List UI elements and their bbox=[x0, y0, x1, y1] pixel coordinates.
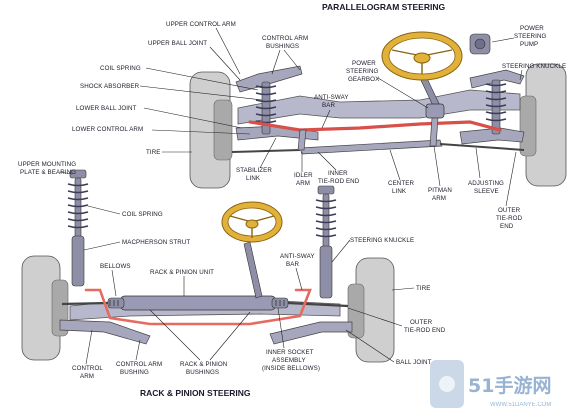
steering-gearbox bbox=[425, 103, 445, 119]
label-inner-socket-3: (INSIDE BELLOWS) bbox=[262, 365, 320, 372]
label-anti-sway-top-2: BAR bbox=[322, 102, 335, 109]
label-tire-top: TIRE bbox=[146, 149, 161, 156]
label-upper-control-arm: UPPER CONTROL ARM bbox=[166, 21, 236, 28]
label-center-link-2: LINK bbox=[392, 188, 407, 195]
label-stabilizer-2: LINK bbox=[246, 175, 261, 182]
label-ca-bushing-2: BUSHING bbox=[120, 369, 149, 376]
label-power-gearbox-1: POWER bbox=[352, 60, 376, 67]
label-adjusting-2: SLEEVE bbox=[474, 188, 499, 195]
label-control-arm-2: ARM bbox=[80, 373, 94, 380]
label-steering-knuckle-top: STEERING KNUCKLE bbox=[502, 63, 566, 70]
label-stabilizer-1: STABILIZER bbox=[236, 167, 272, 174]
label-power-gearbox-3: GEARBOX bbox=[348, 76, 379, 83]
rack-pinion-assembly bbox=[21, 169, 395, 363]
label-pitman-1: PITMAN bbox=[428, 187, 452, 194]
label-idler-2: ARM bbox=[296, 180, 310, 187]
label-lower-ball-joint: LOWER BALL JOINT bbox=[76, 105, 137, 112]
upper-control-arm-right bbox=[469, 69, 525, 89]
power-steering-pump bbox=[469, 33, 491, 55]
macpherson-strut-right bbox=[315, 185, 337, 299]
top-labels-right: POWER STEERING GEARBOX ANTI-SWAY BAR POW… bbox=[236, 25, 566, 230]
label-anti-sway-top-1: ANTI-SWAY bbox=[314, 94, 349, 101]
coil-spring-left bbox=[255, 81, 277, 135]
top-anti-sway-bar bbox=[248, 120, 502, 132]
parallelogram-title: PARALLELOGRAM STEERING bbox=[322, 2, 445, 12]
label-ball-joint: BALL JOINT bbox=[396, 359, 432, 366]
label-control-arm-bushings-1: CONTROL ARM bbox=[262, 35, 308, 42]
label-lower-control-arm: LOWER CONTROL ARM bbox=[72, 126, 143, 133]
coil-spring-right bbox=[485, 79, 507, 135]
label-control-arm-1: CONTROL bbox=[72, 365, 103, 372]
rack-pinion-title: RACK & PINION STEERING bbox=[140, 388, 251, 398]
label-anti-sway-bottom-1: ANTI-SWAY bbox=[280, 253, 315, 260]
bottom-left-tire bbox=[21, 255, 69, 361]
label-power-pump-3: PUMP bbox=[520, 41, 538, 48]
label-power-gearbox-2: STEERING bbox=[346, 68, 379, 75]
label-inner-tre-1: INNER bbox=[328, 170, 348, 177]
label-coil-spring-bottom: COIL SPRING bbox=[122, 211, 163, 218]
label-macpherson: MACPHERSON STRUT bbox=[122, 239, 190, 246]
label-adjusting-1: ADJUSTING bbox=[468, 180, 504, 187]
label-bellows: BELLOWS bbox=[100, 263, 131, 270]
label-outer-tre-top-1: OUTER bbox=[498, 207, 521, 214]
label-control-arm-bushings-2: BUSHINGS bbox=[266, 43, 299, 50]
label-outer-tre-bottom-1: OUTER bbox=[410, 319, 433, 326]
top-right-tire bbox=[519, 63, 567, 187]
bottom-steering-wheel bbox=[221, 201, 283, 243]
top-steering-wheel bbox=[381, 31, 463, 81]
label-ca-bushing-1: CONTROL ARM bbox=[116, 361, 162, 368]
top-frame bbox=[237, 89, 521, 125]
label-outer-tre-bottom-2: TIE-ROD END bbox=[404, 327, 446, 334]
bottom-anti-sway-bar bbox=[84, 288, 312, 326]
bottom-labels: UPPER MOUNTING PLATE & BEARING COIL SPRI… bbox=[18, 161, 446, 380]
label-tire-bottom: TIRE bbox=[416, 285, 431, 292]
watermark-url: WWW.51DANYE.COM bbox=[490, 402, 551, 408]
label-rp-bushings-1: RACK & PINION bbox=[180, 361, 227, 368]
label-outer-tre-top-2: TIE-ROD bbox=[496, 215, 523, 222]
watermark-brand: 51手游网 bbox=[468, 374, 551, 397]
center-link bbox=[299, 139, 443, 155]
label-upper-mount-1: UPPER MOUNTING bbox=[18, 161, 76, 168]
label-rack-unit: RACK & PINION UNIT bbox=[150, 269, 214, 276]
top-labels: UPPER CONTROL ARM UPPER BALL JOINT CONTR… bbox=[72, 21, 308, 156]
label-inner-tre-2: TIE-ROD END bbox=[318, 178, 360, 185]
macpherson-strut-left bbox=[67, 169, 89, 287]
label-center-link-1: CENTER bbox=[388, 180, 414, 187]
idler-arm-part bbox=[297, 129, 307, 151]
label-anti-sway-bottom-2: BAR bbox=[286, 261, 299, 268]
label-inner-socket-2: ASSEMBLY bbox=[272, 357, 306, 364]
label-shock-absorber: SHOCK ABSORBER bbox=[80, 83, 140, 90]
parallelogram-assembly bbox=[189, 31, 567, 189]
label-upper-ball-joint: UPPER BALL JOINT bbox=[148, 40, 207, 47]
label-rp-bushings-2: BUSHINGS bbox=[186, 369, 219, 376]
label-power-pump-1: POWER bbox=[520, 25, 544, 32]
pitman-arm-part bbox=[429, 117, 439, 147]
label-coil-spring: COIL SPRING bbox=[100, 65, 141, 72]
top-left-tire bbox=[189, 71, 233, 189]
bottom-steering-column bbox=[243, 241, 263, 299]
label-inner-socket-1: INNER SOCKET bbox=[266, 349, 314, 356]
bottom-control-arm-right bbox=[269, 321, 353, 345]
watermark: 51手游网 WWW.51DANYE.COM bbox=[430, 360, 551, 408]
label-steering-knuckle-bottom: STEERING KNUCKLE bbox=[350, 237, 414, 244]
label-pitman-2: ARM bbox=[432, 195, 446, 202]
label-upper-mount-2: PLATE & BEARING bbox=[20, 169, 76, 176]
label-power-pump-2: STEERING bbox=[514, 33, 547, 40]
label-idler-1: IDLER bbox=[294, 172, 313, 179]
bottom-control-arm-left bbox=[59, 319, 151, 345]
upper-control-arm-left bbox=[235, 65, 303, 93]
label-outer-tre-top-3: END bbox=[500, 223, 514, 230]
rack-pinion-unit bbox=[107, 295, 289, 311]
